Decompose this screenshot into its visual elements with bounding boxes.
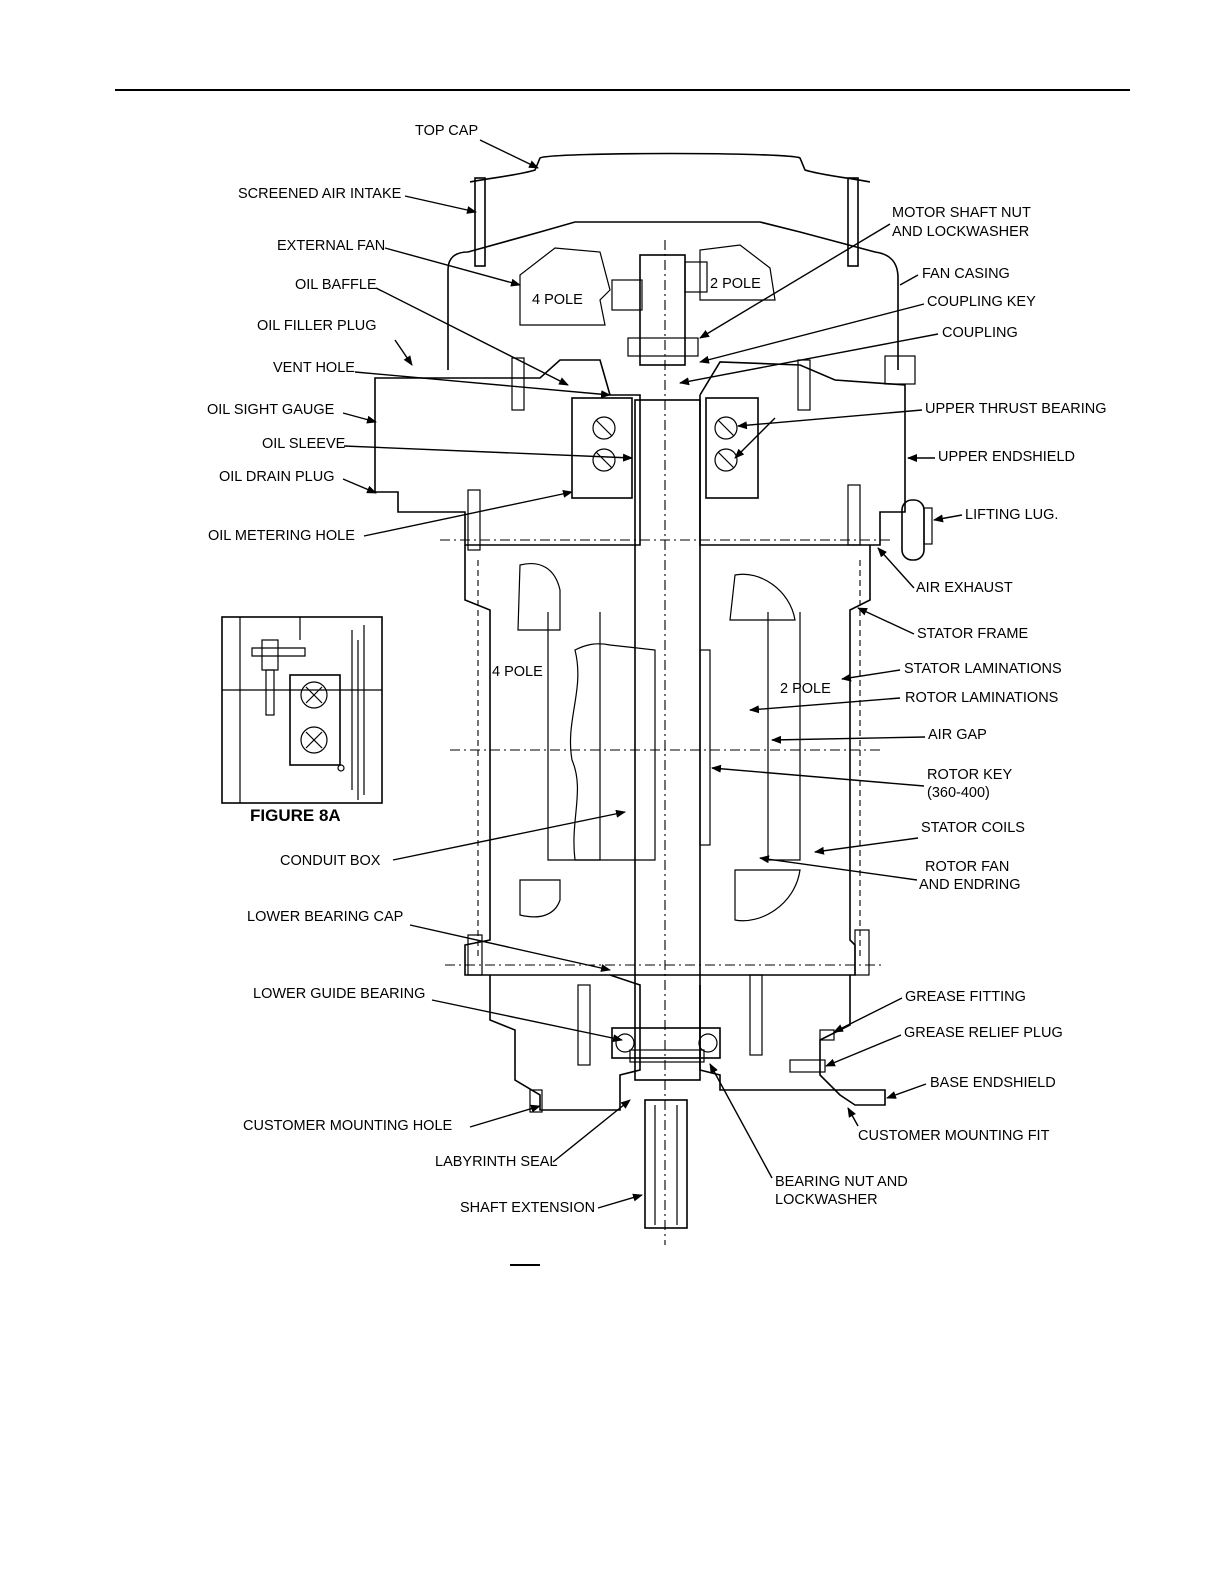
label-conduit-box: CONDUIT BOX [280,853,381,869]
right-bearing-housing [705,397,759,499]
grease-plug-shape [789,1059,826,1073]
left-rotor-conduit-box [569,643,656,861]
stator-frame-inner [477,560,861,960]
label-rotor-key-1: ROTOR KEY [927,767,1012,783]
upper-endshield-right [699,361,906,546]
left-intake-post [474,177,486,267]
lower-bolt-left [577,984,591,1066]
label-oil-drain-plug: OIL DRAIN PLUG [219,469,335,485]
right-intake-post [847,177,859,267]
lower-endshield-right [699,975,886,1106]
left-bearing-ball-1 [592,416,616,440]
fan-hub-left [611,279,643,311]
shaft-extension-shape [644,1099,688,1229]
right-coil-bottom [734,869,801,922]
shaft-nut [627,337,699,357]
fan-hub-right [684,261,708,293]
main-shaft [634,399,701,1081]
label-bearing-nut-1: BEARING NUT AND [775,1174,908,1190]
stator-frame [464,545,871,976]
motor-drawing [374,152,933,1266]
rotor-key-shape [699,649,711,846]
label-coupling-key: COUPLING KEY [927,294,1036,310]
left-bearing-housing [571,397,633,499]
label-customer-mounting-hole: CUSTOMER MOUNTING HOLE [243,1118,453,1134]
label-oil-sleeve: OIL SLEEVE [262,436,346,452]
label-grease-fitting: GREASE FITTING [905,989,1026,1005]
label-coupling: COUPLING [942,325,1018,341]
left-bearing-ball-2 [592,448,616,472]
bearing-nut [629,1049,705,1063]
upper-bolt-4 [847,484,861,546]
label-rotor-fan-1: ROTOR FAN [925,859,1009,875]
external-fan-left [519,247,611,326]
label-stator-coils: STATOR COILS [921,820,1025,836]
label-lower-bearing-cap: LOWER BEARING CAP [247,909,403,925]
label-lifting-lug: LIFTING LUG. [965,507,1058,523]
label-lower-guide-bearing: LOWER GUIDE BEARING [253,986,425,1002]
label-bearing-nut-2: LOCKWASHER [775,1192,878,1208]
label-rotor-laminations: ROTOR LAMINATIONS [905,690,1058,706]
left-stator-lamination [547,612,601,861]
right-bearing-ball-2 [714,448,738,472]
label-upper-endshield: UPPER ENDSHIELD [938,449,1075,465]
label-external-fan: EXTERNAL FAN [277,238,385,254]
label-4-pole-mid: 4 POLE [492,664,543,680]
label-motor-shaft-nut-2: AND LOCKWASHER [892,224,1029,240]
label-base-endshield: BASE ENDSHIELD [930,1075,1056,1091]
label-oil-baffle: OIL BAFFLE [295,277,377,293]
upper-bolt-1 [511,357,525,411]
upper-endshield [374,359,641,546]
label-vent-hole: VENT HOLE [273,360,355,376]
label-customer-mounting-fit: CUSTOMER MOUNTING FIT [858,1128,1050,1144]
fan-casing-shape [447,221,899,370]
label-top-cap: TOP CAP [415,123,478,139]
label-screened-air-intake: SCREENED AIR INTAKE [238,186,402,202]
figure-caption: FIGURE 8A [250,806,341,825]
shaft-top [639,254,686,366]
label-oil-filler-plug: OIL FILLER PLUG [257,318,377,334]
right-stator-lamination [767,612,801,861]
label-oil-metering-hole: OIL METERING HOLE [208,528,355,544]
figure-8a-inset [221,616,383,804]
label-motor-shaft-nut-1: MOTOR SHAFT NUT [892,205,1031,221]
label-stator-frame: STATOR FRAME [917,626,1029,642]
upper-bolt-3 [467,489,481,551]
left-coil-bottom [519,879,561,918]
lifting-lug-cap [923,507,933,545]
label-air-exhaust: AIR EXHAUST [916,580,1013,596]
label-rotor-fan-2: AND ENDRING [919,877,1021,893]
top-cap-shape [469,152,871,183]
right-bearing-ball-1 [714,416,738,440]
label-oil-sight-gauge: OIL SIGHT GAUGE [207,402,335,418]
upper-lug-top [884,355,916,385]
lower-frame-bolt-right [854,929,870,976]
label-upper-thrust-bearing: UPPER THRUST BEARING [925,401,1107,417]
label-grease-relief-plug: GREASE RELIEF PLUG [904,1025,1063,1041]
label-air-gap: AIR GAP [928,727,987,743]
label-stator-laminations: STATOR LAMINATIONS [904,661,1062,677]
label-rotor-key-2: (360-400) [927,785,990,801]
lower-endshield [489,974,641,1111]
lower-bolt-right [749,974,763,1056]
lower-guide-bearing [611,1027,721,1059]
label-shaft-extension: SHAFT EXTENSION [460,1200,595,1216]
label-fan-casing: FAN CASING [922,266,1010,282]
label-4-pole-top: 4 POLE [532,292,583,308]
label-2-pole-top: 2 POLE [710,276,761,292]
left-coil-top [517,563,561,631]
label-2-pole-mid: 2 POLE [780,681,831,697]
label-labyrinth-seal: LABYRINTH SEAL [435,1154,558,1170]
right-coil-top [729,573,796,621]
lower-frame-bolt-left [467,934,483,976]
grease-fitting-shape [819,1029,835,1041]
